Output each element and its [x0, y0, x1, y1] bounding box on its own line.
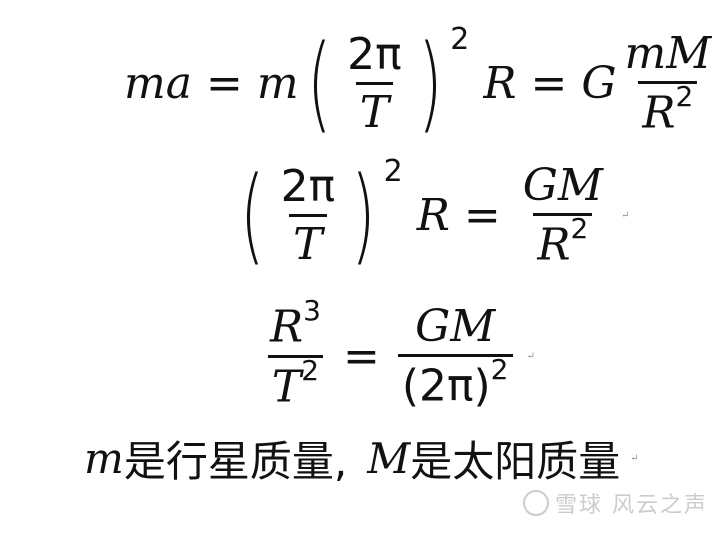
watermark: 雪球 风云之声 [523, 487, 708, 519]
eq1-G: G [581, 57, 617, 109]
equation-2: ( 2π T ) 2 R = GM R2 ↵ [232, 154, 630, 277]
fraction: R3 T2 [266, 294, 325, 413]
paragraph-mark: ↵ [526, 350, 535, 362]
fraction: GM R2 [519, 160, 607, 271]
fraction: 2π T [277, 161, 339, 270]
numerator: GM [522, 160, 603, 211]
note-m: m [84, 434, 124, 483]
numerator: R [270, 301, 304, 353]
fraction: GM (2π)2 [397, 300, 513, 412]
numerator: 2π [280, 160, 336, 212]
note-line: m 是行星质量, M 是太阳质量 ↵ [84, 428, 639, 489]
equation-1: ma = m ( 2π T ) 2 R = G mM R2 ↵ [124, 22, 720, 145]
exponent: 2 [675, 80, 694, 113]
exponent: 2 [570, 212, 589, 245]
eq1-m: m [256, 57, 299, 109]
denominator: T [289, 213, 327, 270]
equals: = [342, 330, 380, 382]
exponent: 3 [303, 294, 321, 327]
denominator: R [642, 87, 676, 139]
denominator: T [271, 361, 302, 413]
denominator: T [355, 81, 394, 138]
equals: = [530, 57, 568, 109]
note-M-text: 是太阳质量 [410, 437, 621, 486]
equation-3: R3 T2 = GM (2π)2 ↵ [262, 294, 535, 413]
exponent: 2 [450, 22, 470, 57]
paragraph-mark: ↵ [620, 209, 630, 221]
denominator: R [537, 219, 571, 271]
exponent: 2 [490, 352, 509, 386]
right-paren: ) [417, 22, 443, 145]
equals: = [205, 57, 243, 109]
numerator: 2π [347, 28, 402, 80]
left-paren: ( [240, 154, 265, 277]
note-m-text: 是行星质量, [123, 437, 348, 486]
equals: = [463, 189, 501, 241]
watermark-logo-icon [523, 490, 549, 516]
eq2-R: R [416, 189, 450, 241]
note-M: M [367, 434, 411, 483]
eq1-R: R [483, 57, 517, 109]
eq1-lhs: ma [124, 57, 192, 109]
denominator: (2π) [401, 360, 491, 412]
paragraph-mark: ↵ [630, 453, 639, 464]
fraction: mM R2 [620, 28, 715, 139]
right-paren: ) [351, 154, 376, 277]
watermark-text: 雪球 风云之声 [555, 493, 708, 518]
numerator: mM [624, 28, 712, 79]
numerator: GM [415, 300, 496, 352]
fraction: 2π T [343, 29, 405, 138]
exponent: 2 [301, 353, 320, 387]
exponent: 2 [383, 154, 403, 189]
left-paren: ( [306, 22, 332, 145]
